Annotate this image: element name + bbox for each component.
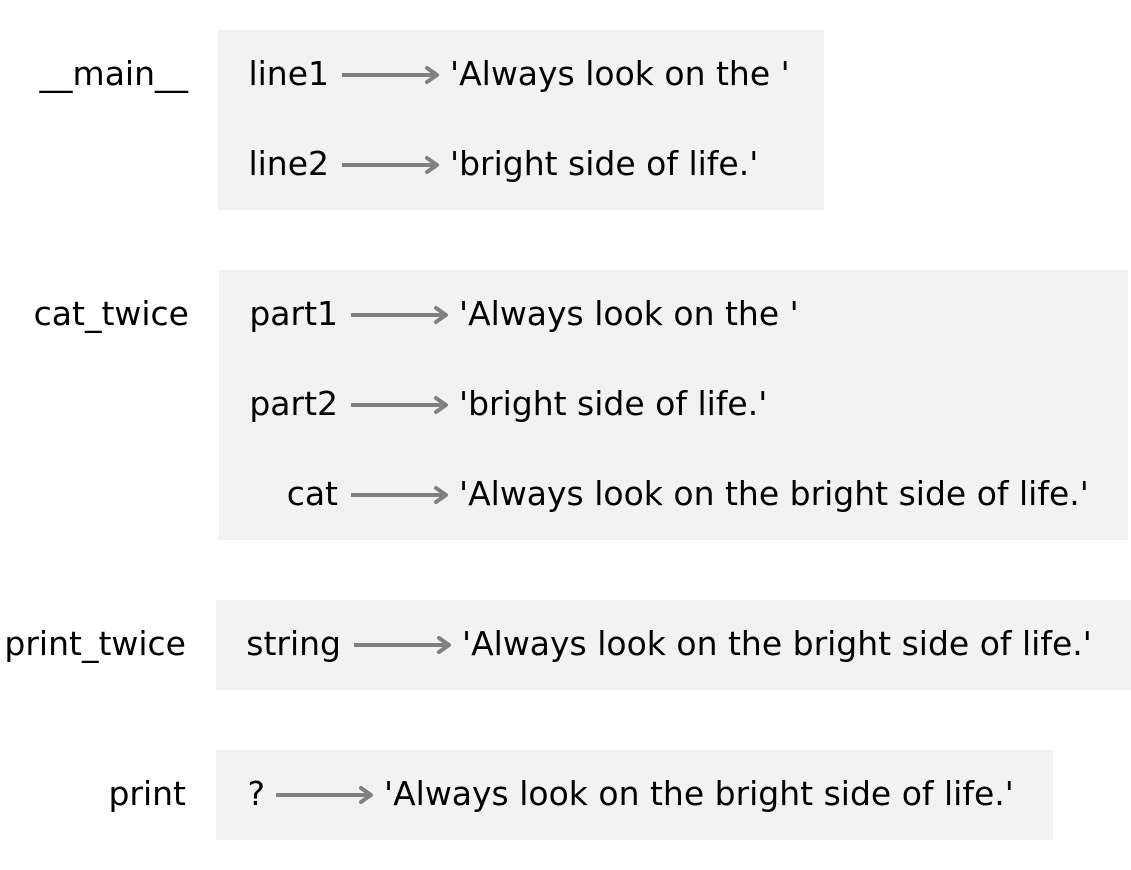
- arrow-line1: [342, 66, 439, 84]
- arrow-part2: [351, 396, 448, 414]
- frame-label-print-twice: print_twice: [4, 624, 186, 663]
- frame-label-cat-twice: cat_twice: [33, 294, 189, 333]
- var-value-unknown: 'Always look on the bright side of life.…: [384, 774, 1014, 813]
- var-value-part2: 'bright side of life.': [459, 384, 768, 423]
- frame-label-main: __main__: [39, 54, 188, 93]
- var-value-line1: 'Always look on the ': [450, 54, 790, 93]
- arrow-cat: [351, 486, 448, 504]
- var-value-part1: 'Always look on the ': [459, 294, 799, 333]
- var-name-line1: line1: [248, 54, 329, 93]
- var-name-line2: line2: [248, 144, 329, 183]
- var-name-unknown: ?: [247, 774, 265, 813]
- arrow-line2: [342, 156, 439, 174]
- var-name-string: string: [246, 624, 341, 663]
- var-value-cat: 'Always look on the bright side of life.…: [459, 474, 1089, 513]
- var-name-part1: part1: [249, 294, 338, 333]
- frame-label-print: print: [108, 774, 186, 813]
- var-name-cat: cat: [286, 474, 338, 513]
- var-name-part2: part2: [249, 384, 338, 423]
- var-value-line2: 'bright side of life.': [450, 144, 759, 183]
- arrow-string: [354, 636, 451, 654]
- var-value-string: 'Always look on the bright side of life.…: [462, 624, 1092, 663]
- frame-box-main: [218, 30, 824, 210]
- arrow-unknown: [276, 786, 373, 804]
- arrow-part1: [351, 306, 448, 324]
